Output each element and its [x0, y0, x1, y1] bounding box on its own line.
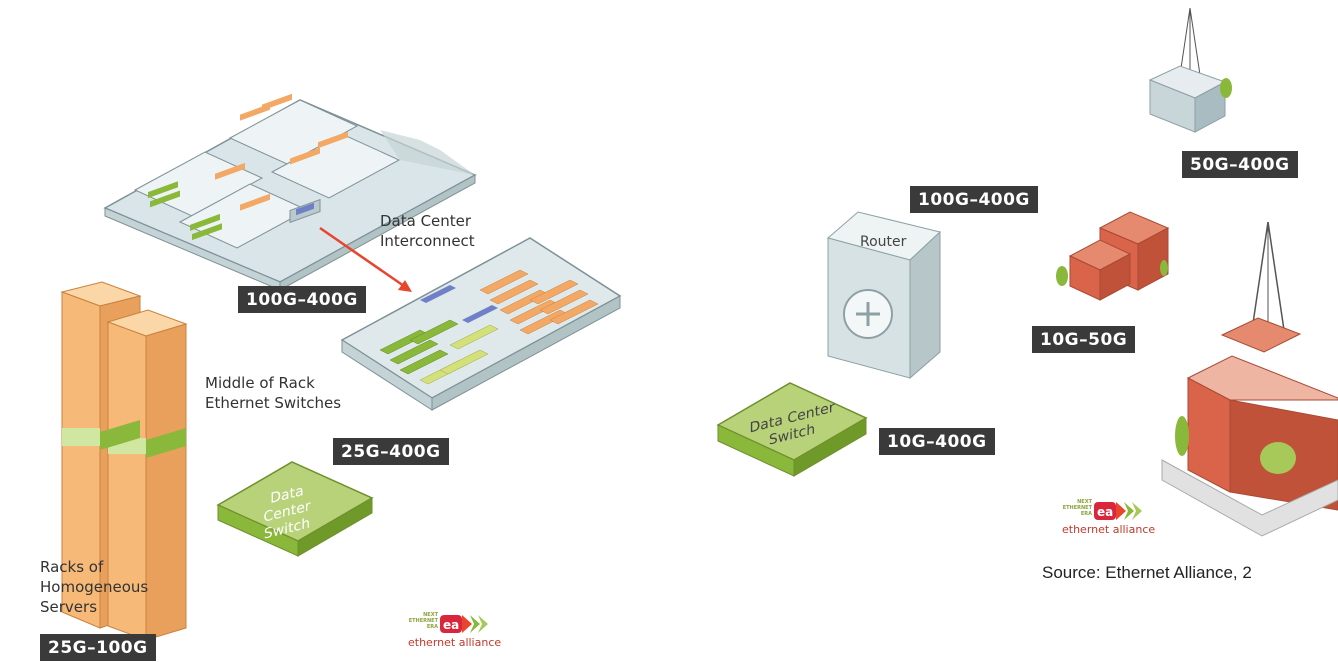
router-tower — [826, 211, 942, 380]
server-racks — [60, 281, 188, 641]
badge-campus-speed: 10G–50G — [1032, 326, 1136, 353]
logo-name-left: ethernet alliance — [408, 636, 502, 649]
source-caption: Source: Ethernet Alliance, 2 — [1042, 563, 1252, 582]
datacenter-floor-large — [103, 93, 477, 291]
label-middle-of-rack: Middle of Rack Ethernet Switches — [205, 374, 342, 412]
interconnect-arrow — [319, 226, 412, 292]
ethernet-alliance-logo-left: NEXT ETHERNET ERA ea ethernet alliance — [398, 612, 528, 652]
svg-text:ea: ea — [1097, 505, 1113, 519]
svg-text:ea: ea — [443, 618, 459, 632]
label-router: Router — [860, 234, 907, 250]
badge-dci-speed: 100G–400G — [238, 286, 366, 313]
logo-tagline-right: NEXT ETHERNET ERA — [1062, 499, 1092, 517]
badge-router-speed: 100G–400G — [910, 186, 1038, 213]
ea-mark-icon-right: ea — [1094, 502, 1142, 520]
ea-mark-icon: ea — [440, 615, 488, 633]
datacenter-switch-right — [716, 382, 868, 477]
logo-tagline-left: NEXT ETHERNET ERA — [408, 612, 438, 630]
badge-servers-speed: 25G–100G — [40, 634, 156, 661]
label-data-center-interconnect: Data Center Interconnect — [380, 212, 475, 250]
label-racks-servers: Racks of Homogeneous Servers — [40, 558, 149, 616]
datacenter-floor-mor — [340, 237, 622, 411]
badge-tower-speed: 50G–400G — [1182, 151, 1298, 178]
badge-switch-speed: 10G–400G — [879, 428, 995, 455]
datacenter-switch-left — [216, 461, 374, 557]
badge-mor-speed: 25G–400G — [333, 438, 449, 465]
large-office-tower — [1161, 221, 1338, 537]
campus-buildings — [1056, 211, 1170, 301]
ethernet-alliance-logo-right: NEXT ETHERNET ERA ea ethernet alliance — [1052, 499, 1182, 539]
small-office-tower — [1148, 7, 1232, 133]
logo-name-right: ethernet alliance — [1062, 523, 1156, 536]
